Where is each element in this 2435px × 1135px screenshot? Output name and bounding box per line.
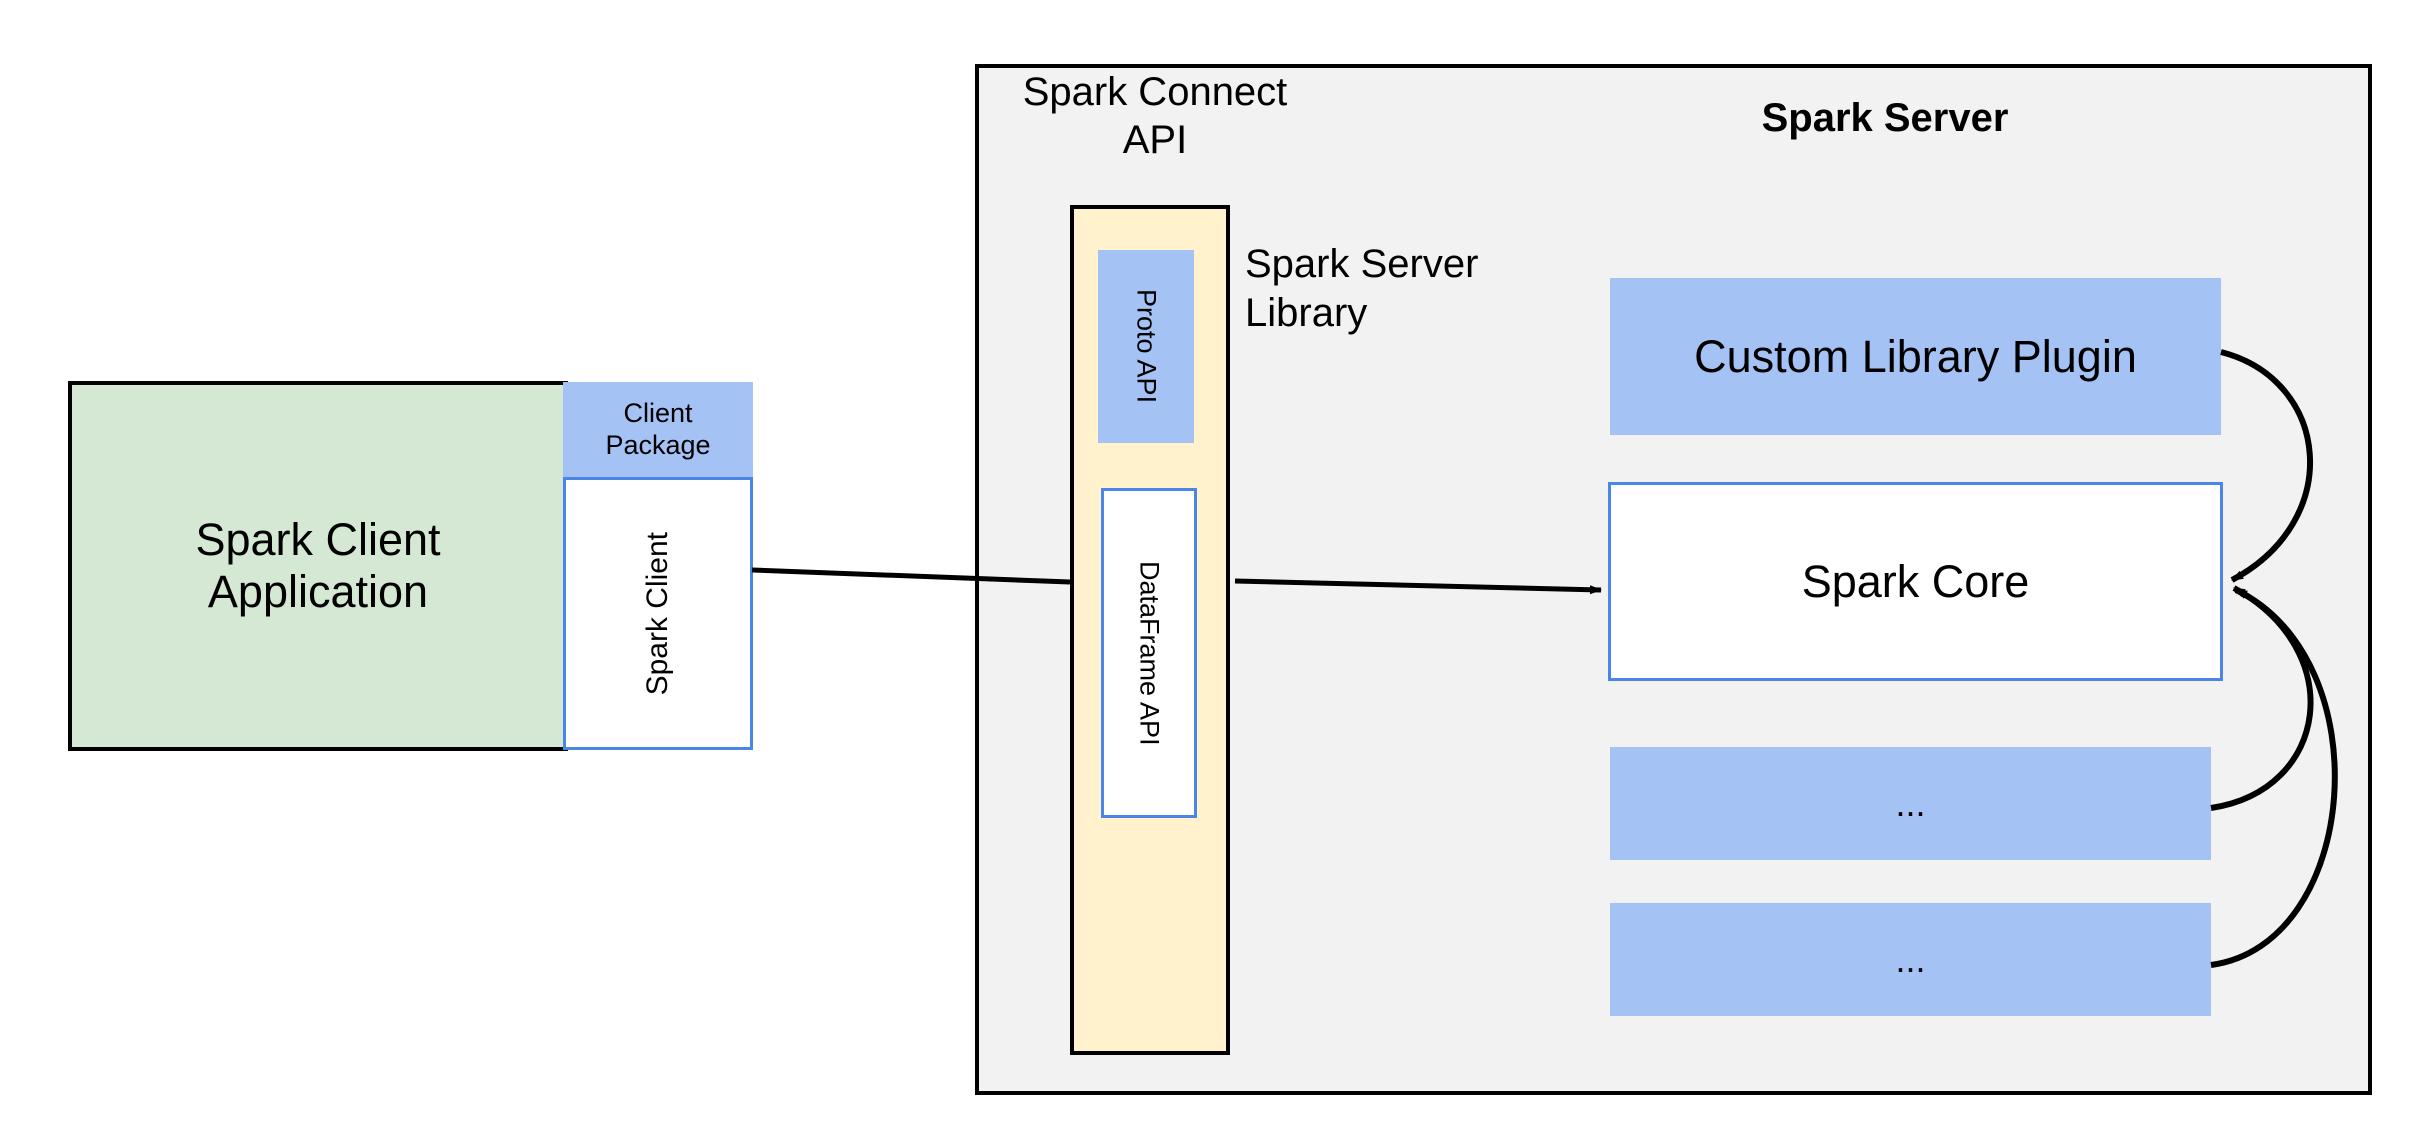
spark-client-label: Spark Client xyxy=(640,531,674,696)
spark-server-title: Spark Server xyxy=(1761,96,2009,140)
additional-component-box-2[interactable]: ... xyxy=(1610,903,2211,1016)
spark-client-box[interactable]: Spark Client xyxy=(563,477,753,750)
additional-component-label-1: ... xyxy=(1895,782,1926,824)
custom-library-plugin-box[interactable]: Custom Library Plugin xyxy=(1610,278,2221,435)
dataframe-api-label: DataFrame API xyxy=(1134,560,1165,746)
dataframe-api-box[interactable]: DataFrame API xyxy=(1101,488,1197,818)
custom-library-plugin-label: Custom Library Plugin xyxy=(1694,330,2137,382)
spark-core-box[interactable]: Spark Core xyxy=(1608,482,2223,681)
spark-client-application-label: Spark Client Application xyxy=(195,514,441,617)
spark-connect-api-label: Spark Connect API xyxy=(1022,70,1288,162)
spark-core-label: Spark Core xyxy=(1801,555,2030,607)
spark-client-application-box[interactable]: Spark Client Application xyxy=(68,381,568,751)
spark-server-library-label: Spark Server Library xyxy=(1245,242,1479,335)
client-package-box[interactable]: Client Package xyxy=(563,382,753,477)
proto-api-label: Proto API xyxy=(1131,289,1162,404)
proto-api-box[interactable]: Proto API xyxy=(1098,250,1194,443)
client-package-label: Client Package xyxy=(605,398,711,460)
additional-component-label-2: ... xyxy=(1895,938,1926,980)
additional-component-box-1[interactable]: ... xyxy=(1610,747,2211,860)
